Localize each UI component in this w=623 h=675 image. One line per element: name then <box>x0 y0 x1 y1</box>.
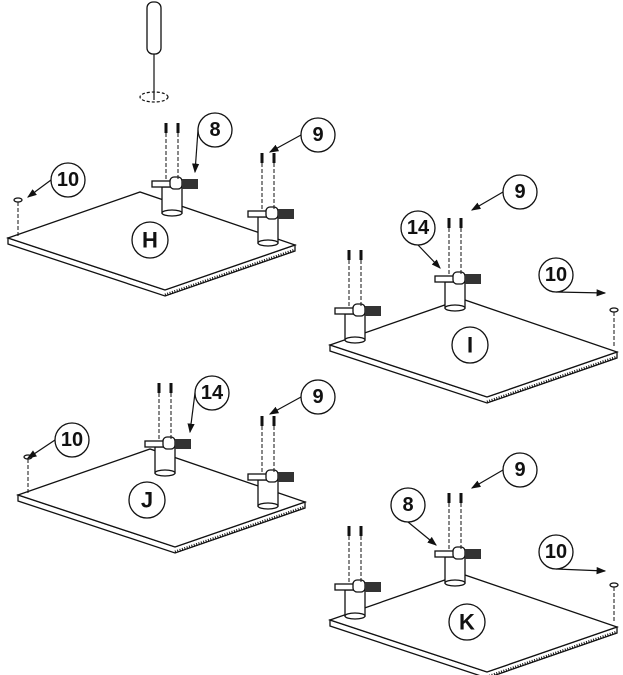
svg-text:10: 10 <box>545 541 567 563</box>
panel-i: 14 9 10I <box>327 174 619 404</box>
cam-screw-icon <box>609 582 619 588</box>
svg-text:9: 9 <box>312 124 323 146</box>
hinge-icon <box>144 383 191 477</box>
panel-edge-texture <box>486 355 618 404</box>
panel-h: 8 9 10H <box>5 112 336 297</box>
screw-icon <box>272 153 276 163</box>
screw-icon <box>260 153 264 163</box>
screw-icon <box>459 493 463 503</box>
panel-edge-texture <box>488 630 618 675</box>
panel-k: 8 9 10K <box>327 452 619 675</box>
screw-icon <box>359 250 363 260</box>
callout-14: 14 <box>400 210 441 269</box>
svg-text:14: 14 <box>407 217 430 239</box>
screw-icon <box>272 416 276 426</box>
hinge-icon <box>434 493 481 587</box>
screwdriver-icon <box>139 1 169 103</box>
panel-edge-texture <box>174 505 306 554</box>
svg-text:9: 9 <box>312 386 323 408</box>
svg-text:14: 14 <box>201 382 224 404</box>
cam-screw-icon <box>13 197 23 203</box>
hinge-icon <box>434 218 481 312</box>
screw-icon <box>459 218 463 228</box>
screw-icon <box>260 416 264 426</box>
svg-text:9: 9 <box>514 181 525 203</box>
screw-icon <box>169 383 173 393</box>
screw-icon <box>359 526 363 536</box>
callout-10: 10 <box>538 534 607 575</box>
panel-label: J <box>141 488 153 513</box>
callout-8: 8 <box>390 487 437 546</box>
svg-text:10: 10 <box>61 429 83 451</box>
screw-icon <box>347 250 351 260</box>
panel-label: H <box>142 228 158 253</box>
hinge-icon <box>247 153 294 247</box>
screw-icon <box>157 383 161 393</box>
screw-icon <box>447 218 451 228</box>
svg-text:10: 10 <box>545 264 567 286</box>
callout-9: 9 <box>268 117 336 153</box>
callout-10: 10 <box>27 162 86 198</box>
svg-text:8: 8 <box>209 119 220 141</box>
screw-icon <box>347 526 351 536</box>
panel-edge-texture <box>164 248 296 297</box>
hinge-icon <box>334 250 381 344</box>
svg-text:10: 10 <box>57 169 79 191</box>
svg-text:9: 9 <box>514 459 525 481</box>
screw-icon <box>176 123 180 133</box>
panel-label: I <box>467 333 473 358</box>
callout-10: 10 <box>538 257 607 297</box>
screw-icon <box>447 493 451 503</box>
cam-screw-icon <box>609 307 619 313</box>
callout-8: 8 <box>192 112 233 174</box>
hinge-icon <box>151 123 198 217</box>
screw-icon <box>164 123 168 133</box>
svg-text:8: 8 <box>402 494 413 516</box>
callout-10: 10 <box>27 422 90 459</box>
callout-9: 9 <box>470 174 538 211</box>
hinge-icon <box>247 416 294 510</box>
callout-9: 9 <box>470 452 538 489</box>
callout-14: 14 <box>187 375 230 434</box>
hinge-icon <box>334 526 381 620</box>
callout-9: 9 <box>268 379 336 415</box>
panel-j: 14 9 10J <box>15 375 336 554</box>
panel-label: K <box>459 610 475 635</box>
